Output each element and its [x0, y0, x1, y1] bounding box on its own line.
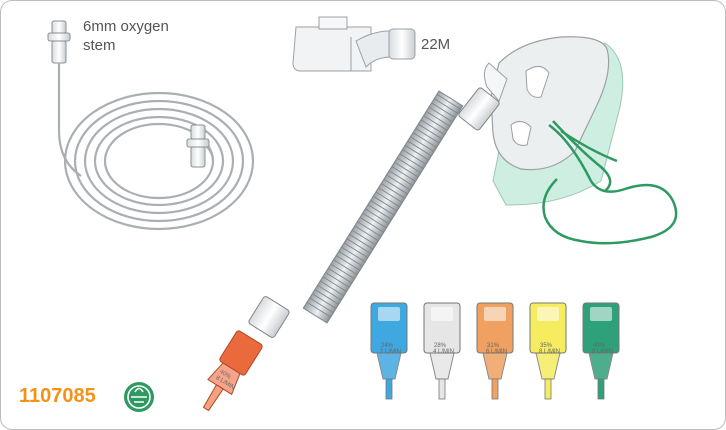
green-sterile-symbol-icon	[124, 382, 154, 412]
oxygen-stem-label: 6mm oxygen stem	[83, 17, 169, 55]
diluter-pct: 40%	[593, 343, 606, 349]
tubing-end-connector	[186, 124, 210, 168]
diluter-flow: 2 L/MIN	[380, 349, 401, 355]
corrugated-tube	[302, 90, 464, 324]
elastic-strap	[542, 120, 678, 245]
diluter-4: 35%8 L/MIN	[529, 302, 567, 400]
diluter-3: 31%6 L/MIN	[476, 302, 514, 400]
diluter-pct: 28%	[434, 343, 447, 349]
orange-diluter-connector: 40% 8 L/MIN	[202, 330, 263, 412]
oxygen-stem-connector	[47, 20, 71, 64]
diluter-flow: 6 L/MIN	[486, 349, 507, 355]
tube-base-fitting	[248, 296, 290, 338]
diluter-pct: 35%	[540, 343, 553, 349]
oxygen-mask	[483, 36, 624, 206]
diluter-2: 28%4 L/MIN	[423, 302, 461, 400]
coiled-oxygen-tubing	[57, 63, 255, 231]
diluter-flow: 4 L/MIN	[433, 349, 454, 355]
diluter-pct: 31%	[487, 343, 500, 349]
connector-22m	[292, 16, 416, 72]
diluter-5: 40%8 L/MIN	[582, 302, 620, 400]
diluter-1: 24%2 L/MIN	[370, 302, 408, 400]
diluter-flow: 8 L/MIN	[592, 349, 613, 355]
connector-label: 22M	[421, 36, 451, 53]
mask-elbow-connector	[458, 87, 500, 131]
diluter-flow: 8 L/MIN	[539, 349, 560, 355]
product-code: 1107085	[19, 385, 96, 407]
oxygen-stem-label-line2: stem	[83, 37, 116, 54]
oxygen-stem-label-line1: 6mm oxygen	[83, 18, 169, 35]
tube-diluter-pct: 40%	[218, 369, 232, 381]
diluter-pct: 24%	[381, 343, 394, 349]
